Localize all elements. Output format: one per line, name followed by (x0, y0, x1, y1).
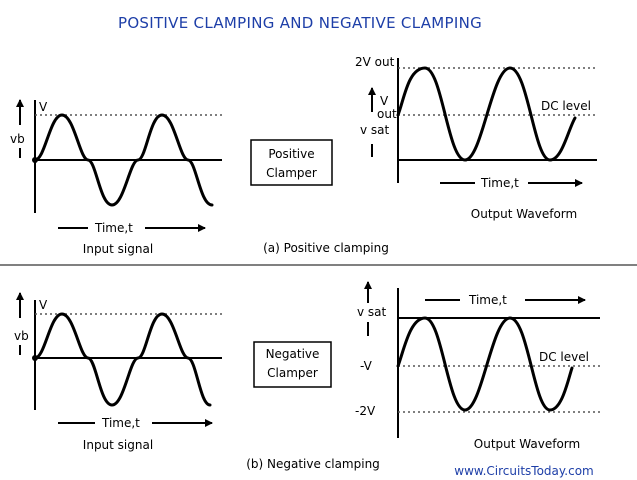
clamper-label-line1: Negative (266, 347, 320, 361)
clamper-box (253, 341, 332, 388)
input-caption: Input signal (83, 242, 153, 256)
output-out-label: out (377, 107, 397, 121)
clamper-label-line1: Positive (268, 147, 314, 161)
origin-dot (32, 157, 38, 163)
output-2v-label: 2V out (355, 55, 395, 69)
input-time-label: Time,t (94, 221, 133, 235)
input-v-label: V (39, 298, 48, 312)
clamper-label-line2: Clamper (267, 366, 318, 380)
input-v-label: V (39, 100, 48, 114)
positive-output-graph: 2V out V out v sat DC level Time,t Outpu… (355, 55, 597, 221)
output-caption: Output Waveform (474, 437, 580, 451)
positive-clamped-wave (396, 66, 577, 162)
input-time-label: Time,t (101, 416, 140, 430)
output-minus-2v-label: -2V (355, 404, 376, 418)
diagram-title: POSITIVE CLAMPING AND NEGATIVE CLAMPING (118, 14, 482, 32)
output-minus-v-label: -V (360, 359, 373, 373)
input-sine-wave (33, 312, 212, 407)
negative-clamper-block: Negative Clamper (253, 341, 332, 388)
clamper-label-line2: Clamper (266, 166, 317, 180)
positive-input-graph: V vb Time,t Input signal (10, 99, 222, 256)
output-vsat-label: v sat (360, 123, 390, 137)
input-vb-label: vb (14, 329, 29, 343)
positive-clamper-block: Positive Clamper (250, 139, 333, 186)
output-vsat-label: v sat (357, 305, 387, 319)
output-v-label: V (380, 94, 389, 108)
origin-dot (32, 355, 38, 361)
dc-level-label: DC level (541, 99, 591, 113)
input-sine-wave (33, 113, 214, 207)
negative-input-graph: V vb Time,t Input signal (14, 292, 222, 452)
output-time-label: Time,t (468, 293, 507, 307)
dc-level-label: DC level (539, 350, 589, 364)
output-time-label: Time,t (480, 176, 519, 190)
negative-clamped-wave (396, 316, 574, 412)
output-caption: Output Waveform (471, 207, 577, 221)
positive-caption: (a) Positive clamping (263, 241, 389, 255)
input-caption: Input signal (83, 438, 153, 452)
negative-caption: (b) Negative clamping (246, 457, 380, 471)
website-watermark: www.CircuitsToday.com (454, 464, 593, 478)
negative-output-graph: v sat -V -2V DC level Time,t Output Wave… (355, 281, 600, 451)
clamper-box (250, 139, 333, 186)
input-vb-label: vb (10, 132, 25, 146)
